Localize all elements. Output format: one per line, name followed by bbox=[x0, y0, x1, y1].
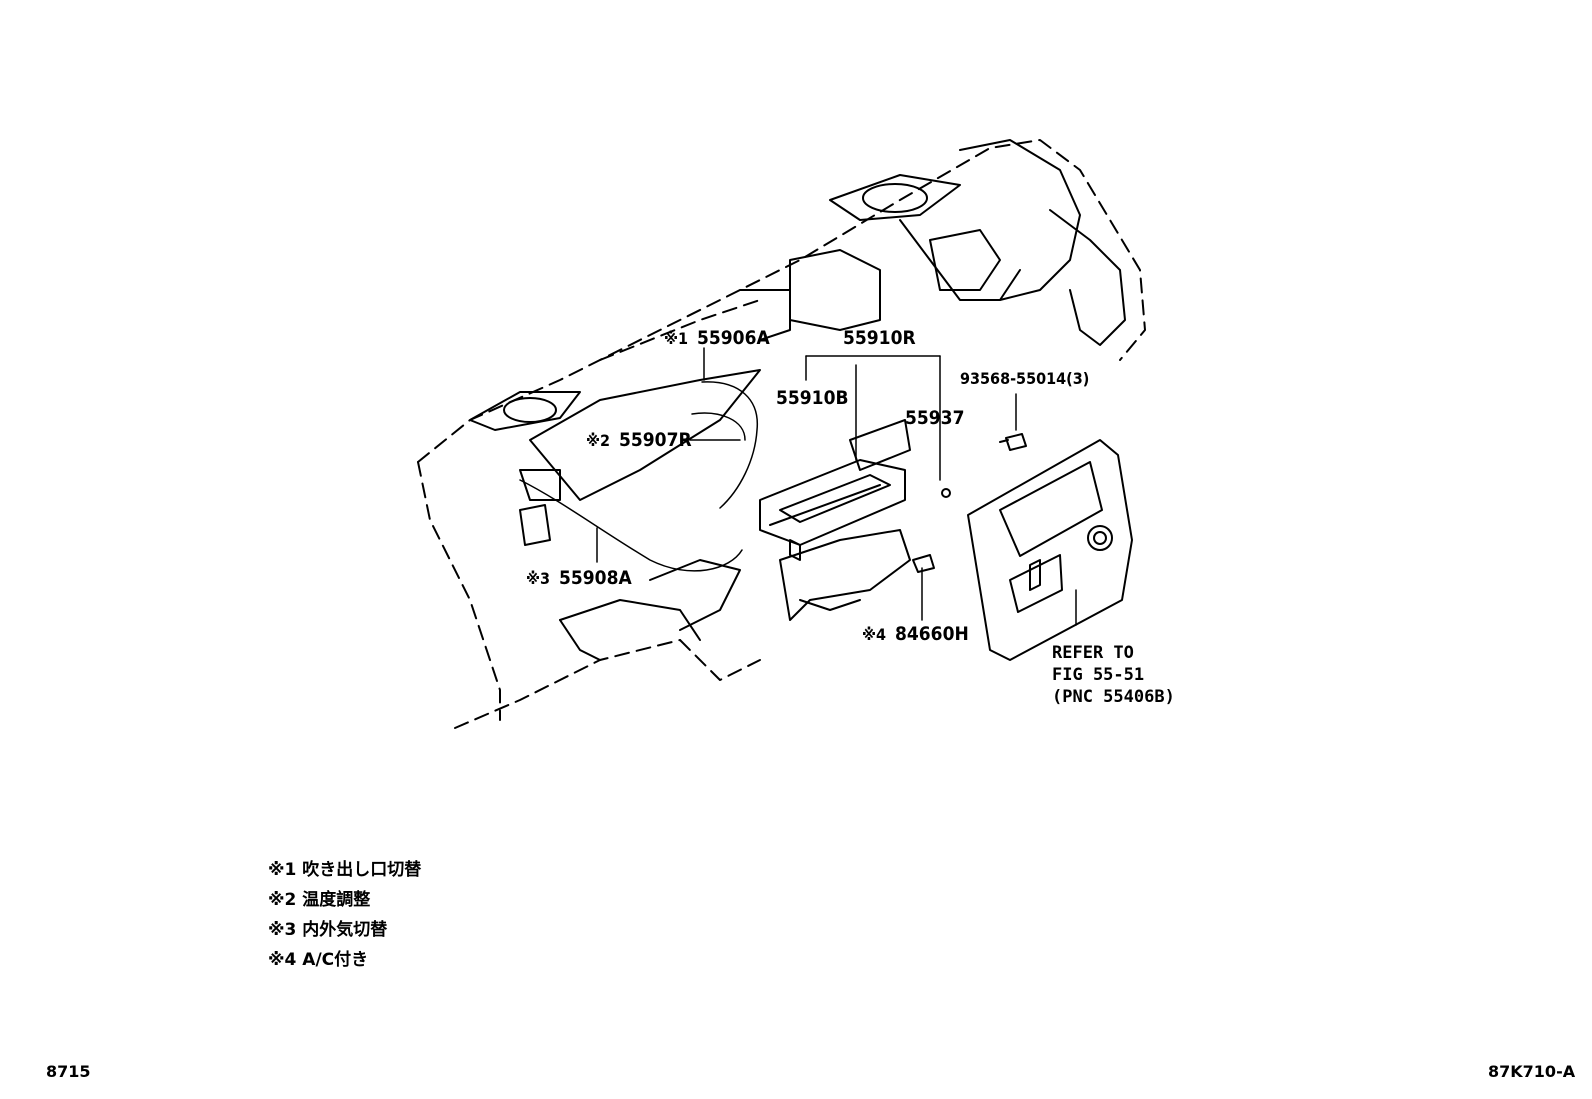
lower-bracket bbox=[779, 529, 911, 621]
page-number: 8715 bbox=[46, 1062, 91, 1081]
callout-55910r-part: 55910R bbox=[843, 327, 916, 349]
callout-55937: 55937 bbox=[905, 407, 964, 429]
legend-item-3: ※3 内外気切替 bbox=[268, 915, 421, 945]
leader-lines bbox=[596, 347, 1077, 626]
bulb-84660h bbox=[912, 554, 935, 573]
clip-55937 bbox=[941, 488, 951, 498]
callout-84660h-part: 84660H bbox=[895, 623, 969, 645]
callout-55907r: ※2 55907R bbox=[586, 429, 692, 451]
cluster-finish-panel bbox=[967, 439, 1133, 661]
legend-item-1: ※1 吹き出し口切替 bbox=[268, 855, 421, 885]
instrument-panel-outline bbox=[417, 139, 1146, 729]
instrument-panel-body bbox=[469, 139, 1126, 661]
callout-55910b: 55910B bbox=[776, 387, 849, 409]
refer-line-3: (PNC 55406B) bbox=[1052, 687, 1175, 707]
callout-55908a: ※3 55908A bbox=[526, 567, 632, 589]
callout-55908a-part: 55908A bbox=[559, 567, 632, 589]
callout-93568-part: 93568-55014(3) bbox=[960, 369, 1089, 388]
callout-55908a-mark: ※3 bbox=[526, 569, 550, 588]
screw-93568 bbox=[999, 433, 1027, 451]
callout-55906a-mark: ※1 bbox=[664, 329, 688, 348]
legend-item-4: ※4 A/C付き bbox=[268, 945, 421, 975]
legend-mark: ※3 bbox=[268, 920, 297, 940]
legend-mark: ※4 bbox=[268, 950, 297, 970]
callout-55910r: 55910R bbox=[843, 327, 916, 349]
callout-55906a: ※1 55906A bbox=[664, 327, 770, 349]
heater-control-unit bbox=[759, 419, 911, 561]
legend-text: 吹き出し口切替 bbox=[302, 860, 422, 880]
callout-84660h: ※4 84660H bbox=[862, 623, 969, 645]
legend: ※1 吹き出し口切替 ※2 温度調整 ※3 内外気切替 ※4 A/C付き bbox=[268, 855, 421, 975]
legend-text: 温度調整 bbox=[302, 890, 371, 910]
callout-55910b-part: 55910B bbox=[776, 387, 849, 409]
refer-note: REFER TO FIG 55-51 (PNC 55406B) bbox=[1052, 642, 1175, 708]
callout-55906a-part: 55906A bbox=[697, 327, 770, 349]
legend-text: A/C付き bbox=[302, 950, 369, 970]
callout-93568: 93568-55014(3) bbox=[960, 369, 1089, 388]
callout-55907r-mark: ※2 bbox=[586, 431, 610, 450]
callout-55937-part: 55937 bbox=[905, 407, 964, 429]
legend-mark: ※2 bbox=[268, 890, 297, 910]
legend-item-2: ※2 温度調整 bbox=[268, 885, 421, 915]
control-cables bbox=[519, 381, 758, 572]
illustration-id: 87K710-A bbox=[1488, 1062, 1576, 1081]
refer-line-1: REFER TO bbox=[1052, 643, 1134, 663]
legend-mark: ※1 bbox=[268, 860, 297, 880]
refer-line-2: FIG 55-51 bbox=[1052, 665, 1145, 685]
callout-55907r-part: 55907R bbox=[619, 429, 692, 451]
legend-text: 内外気切替 bbox=[302, 920, 388, 940]
callout-84660h-mark: ※4 bbox=[862, 625, 886, 644]
